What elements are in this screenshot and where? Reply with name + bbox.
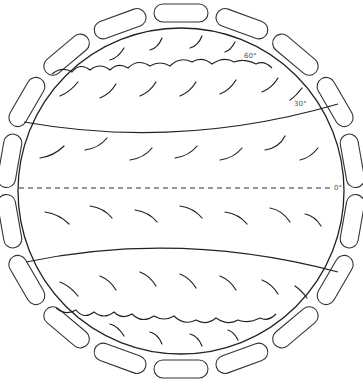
cloud-ring (0, 4, 363, 378)
latitude-label: 30° (293, 100, 307, 108)
latitude-line (26, 248, 338, 272)
globe-outline (18, 28, 344, 354)
latitude-label: 60° (243, 52, 257, 60)
equator-line (19, 188, 343, 189)
latitude-label: 0° (333, 184, 343, 192)
latitude-line (24, 104, 338, 133)
cloud-band (52, 59, 272, 74)
cloud-band (56, 308, 276, 323)
wind-strokes (40, 36, 321, 346)
